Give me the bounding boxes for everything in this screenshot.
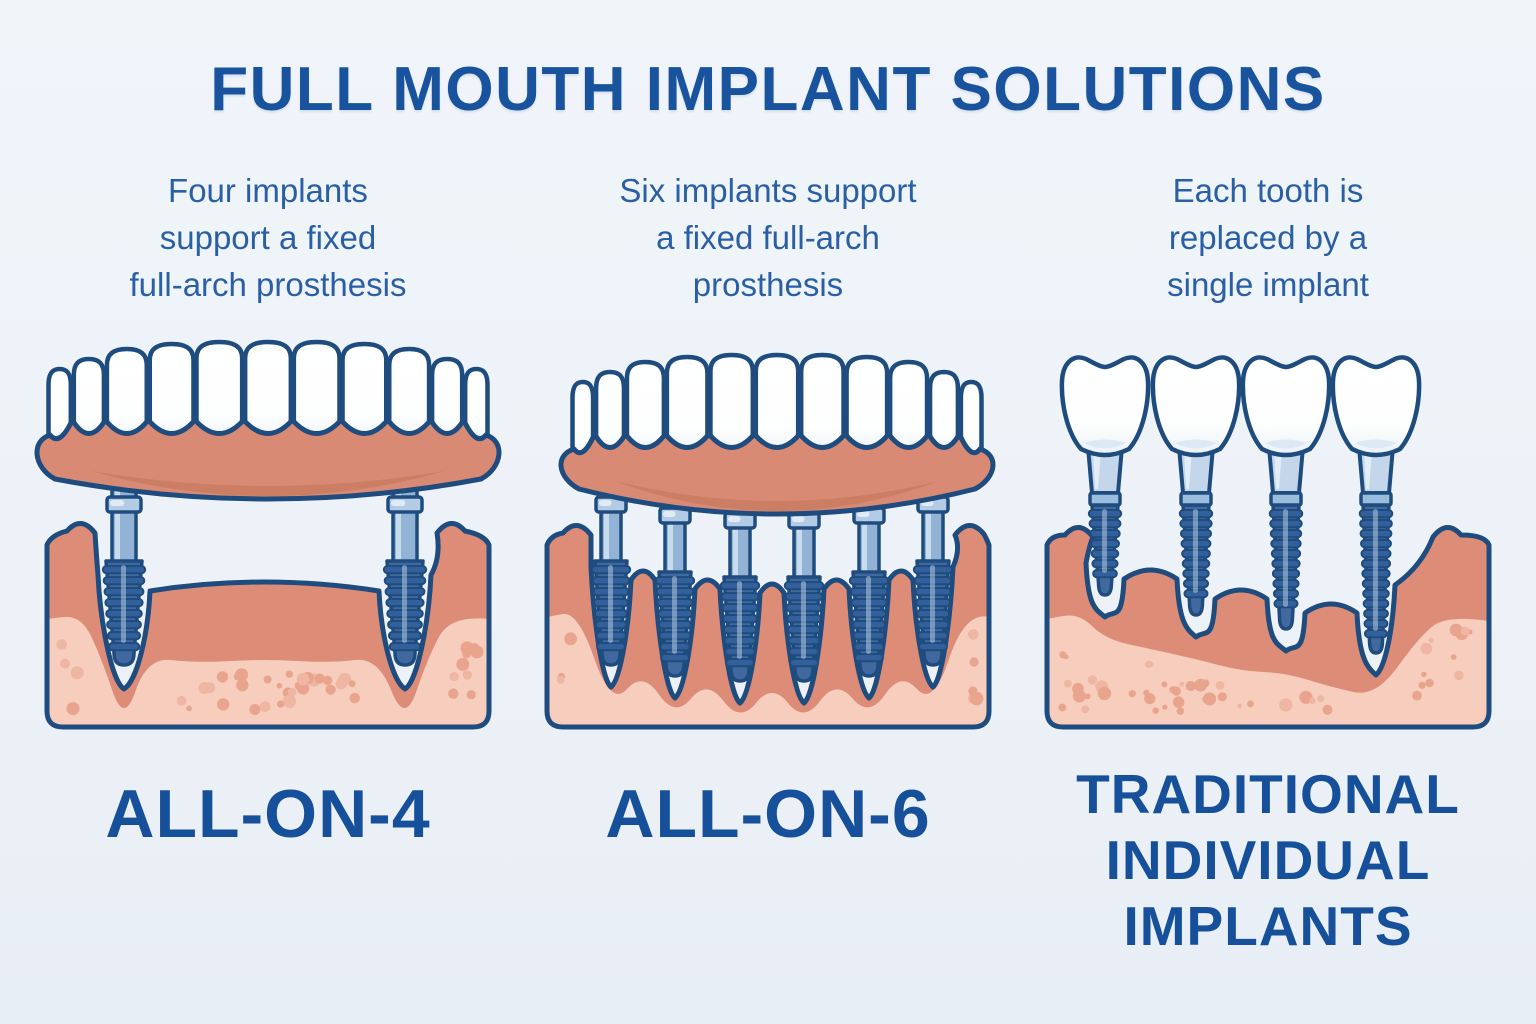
panel-label: ALL-ON-6	[605, 761, 930, 853]
panel-label: TRADITIONAL INDIVIDUAL IMPLANTS	[1076, 761, 1460, 959]
label-line: ALL-ON-6	[605, 776, 931, 852]
panel-traditional-implants: Each tooth is replaced by a single impla…	[1018, 155, 1518, 959]
illustration-figure	[33, 327, 503, 739]
description-line: prosthesis	[692, 266, 844, 303]
description-line: Six implants support	[619, 172, 917, 209]
description-line: a fixed full-arch	[656, 219, 880, 256]
description-line: Each tooth is	[1172, 172, 1364, 209]
page-title: FULL MOUTH IMPLANT SOLUTIONS	[210, 55, 1326, 124]
description-line: full-arch prosthesis	[129, 266, 407, 303]
label-line: ALL-ON-4	[105, 776, 431, 852]
illustration-figure	[533, 327, 1003, 739]
panel-all-on-6: Six implants support a fixed full-arch p…	[518, 155, 1018, 959]
label-line: INDIVIDUAL	[1105, 829, 1431, 891]
panel-label: ALL-ON-4	[105, 761, 430, 853]
panel-description: Four implants support a fixed full-arch …	[130, 167, 407, 319]
panel-description: Six implants support a fixed full-arch p…	[619, 167, 916, 319]
illustration-figure	[1033, 327, 1503, 739]
panel-description: Each tooth is replaced by a single impla…	[1167, 167, 1369, 319]
all-on-6-illustration	[544, 352, 996, 730]
description-line: replaced by a	[1168, 219, 1368, 256]
traditional-implants-illustration	[1044, 355, 1492, 730]
description-line: single implant	[1167, 266, 1369, 303]
panel-all-on-4: Four implants support a fixed full-arch …	[18, 155, 518, 959]
header: FULL MOUTH IMPLANT SOLUTIONS	[0, 0, 1536, 125]
all-on-4-illustration	[34, 339, 502, 730]
description-line: support a fixed	[159, 219, 377, 256]
label-line: TRADITIONAL	[1076, 763, 1460, 825]
panel-row: Four implants support a fixed full-arch …	[0, 155, 1536, 959]
label-line: IMPLANTS	[1123, 895, 1413, 957]
description-line: Four implants	[168, 172, 368, 209]
